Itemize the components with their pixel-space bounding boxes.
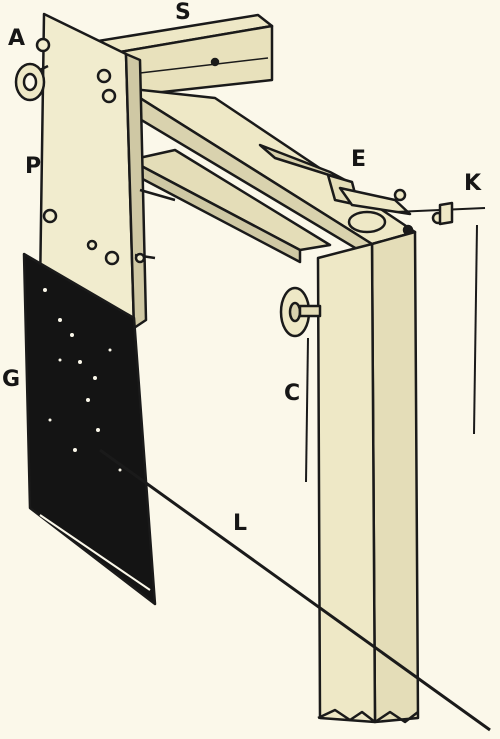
arm-e xyxy=(122,86,486,264)
label-l: L xyxy=(233,511,248,536)
label-c: C xyxy=(284,381,301,406)
label-k: K xyxy=(464,171,482,196)
line-l xyxy=(99,448,491,732)
vertical-post xyxy=(316,230,420,724)
plate-g xyxy=(22,252,157,606)
thread-k xyxy=(473,224,478,435)
top-bar-s xyxy=(90,13,274,100)
adjusting-knob xyxy=(279,286,322,338)
label-s: S xyxy=(175,0,191,25)
screw-pins xyxy=(134,188,176,264)
label-a: A xyxy=(8,26,26,51)
label-e: E xyxy=(351,147,367,172)
thread-c xyxy=(305,337,309,483)
label-p: P xyxy=(25,154,42,179)
hook-a xyxy=(14,62,49,102)
label-g: G xyxy=(2,367,21,392)
